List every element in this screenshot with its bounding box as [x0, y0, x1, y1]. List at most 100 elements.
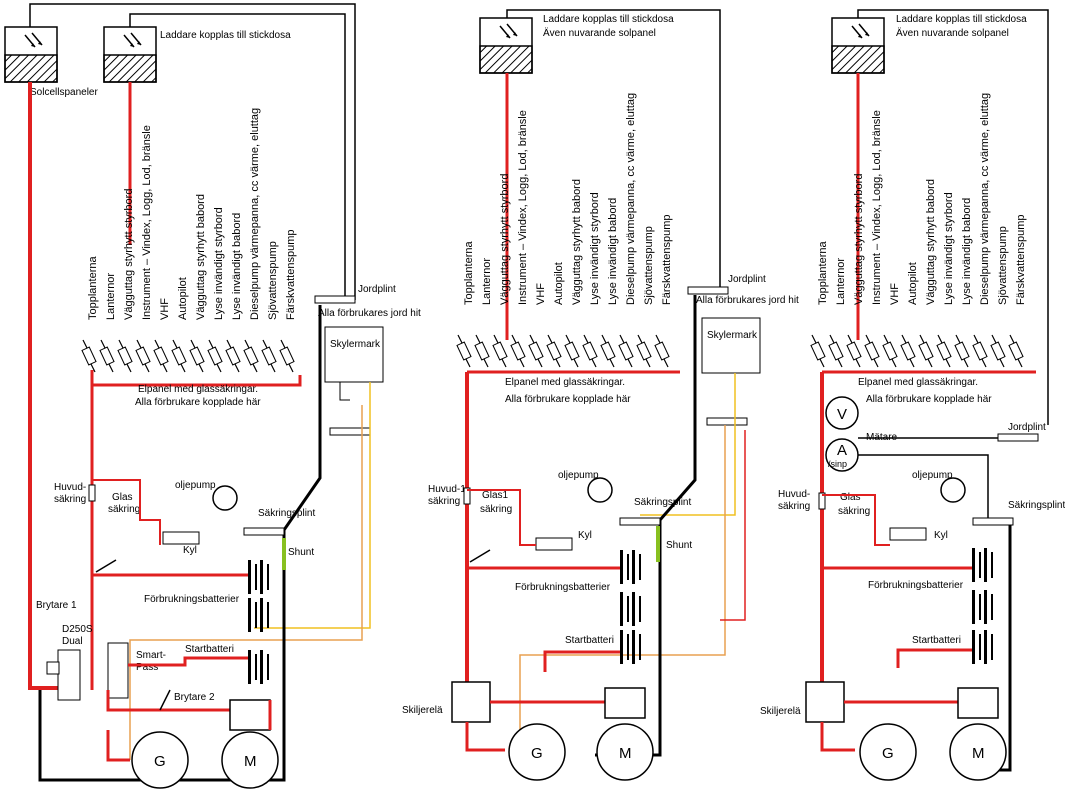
brytare2-label: Brytare 2 [174, 692, 215, 703]
motor-label: M [972, 745, 985, 762]
svg-text:VHF: VHF [159, 298, 171, 320]
svg-text:Topplanterna: Topplanterna [817, 241, 829, 305]
sinp-label: /sinp [828, 459, 847, 469]
jordplint-block [314, 295, 356, 304]
consumer-labels-left: Topplanterna Lanternor Vägguttag styrhyt… [87, 108, 297, 320]
svg-text:Autopilot: Autopilot [907, 262, 919, 305]
svg-text:Vägguttag styrhytt styrbord: Vägguttag styrhytt styrbord [853, 174, 865, 305]
startbatteri-label: Startbatteri [912, 635, 961, 646]
svg-text:Autopilot: Autopilot [553, 262, 565, 305]
forbruk-label: Förbrukningsbatterier [868, 580, 964, 591]
svg-text:VHF: VHF [535, 283, 547, 305]
panel-line2: Alla förbrukare kopplade här [135, 397, 261, 408]
forbruk-label: Förbrukningsbatterier [144, 594, 240, 605]
kyl-icon [889, 527, 927, 541]
kyl-label: Kyl [578, 530, 592, 541]
brytare1-label: Brytare 1 [36, 600, 77, 611]
startbatteri-label: Startbatteri [185, 644, 234, 655]
svg-text:Dieselpump värmepanna, cc värm: Dieselpump värmepanna, cc värme, eluttag [249, 108, 261, 320]
sakringsplint-label: Säkringsplint [1008, 500, 1065, 511]
shunt-label: Shunt [666, 540, 692, 551]
panel-line1: Elpanel med glassäkringar. [138, 384, 258, 395]
panel-line1: Elpanel med glassäkringar. [858, 377, 978, 388]
svg-text:Topplanterna: Topplanterna [87, 256, 99, 320]
left-diagram: Solcellspaneler Laddare kopplas till sti… [4, 3, 421, 789]
panel-line2: Alla förbrukare kopplade här [866, 394, 992, 405]
svg-text:Vägguttag styrhytt styrbord: Vägguttag styrhytt styrbord [499, 174, 511, 305]
oljepump-icon [940, 477, 966, 503]
generator-icon [131, 731, 189, 789]
kyl-label: Kyl [183, 545, 197, 556]
generator-icon [859, 723, 917, 781]
starter-relay-box [229, 699, 271, 731]
startbatteri-label: Startbatteri [565, 635, 614, 646]
skiljerela-label: Skiljerelä [760, 706, 801, 717]
svg-text:Lyse invändigt babord: Lyse invändigt babord [961, 198, 973, 305]
jordplint-label: Jordplint [1008, 422, 1046, 433]
motor-label: M [619, 745, 632, 762]
charger-label2: Även nuvarande solpanel [896, 27, 1009, 39]
panel-line1: Elpanel med glassäkringar. [505, 377, 625, 388]
huvud-label: Huvud- [54, 482, 86, 493]
motor-label: M [244, 753, 257, 770]
right-diagram: Laddare kopplas till stickdosa Även nuva… [760, 9, 1065, 781]
fuse-row [456, 334, 670, 368]
battery-icon [248, 560, 269, 594]
battery-icon [248, 598, 269, 632]
skylermark-box [324, 326, 384, 383]
svg-text:Vägguttag styrhytt babord: Vägguttag styrhytt babord [925, 179, 937, 305]
skiljerela-box [451, 681, 491, 723]
svg-text:Lanternor: Lanternor [835, 258, 847, 305]
svg-text:Lanternor: Lanternor [105, 273, 117, 320]
panel-line2: Alla förbrukare kopplade här [505, 394, 631, 405]
jordplint-label: Jordplint [358, 284, 396, 295]
kyl-icon [162, 531, 200, 545]
skylermark-label: Skylermark [707, 330, 758, 341]
oljepump-icon [587, 477, 613, 503]
oljepump-label: oljepump [175, 480, 216, 491]
svg-text:Lyse invändigt styrbord: Lyse invändigt styrbord [943, 192, 955, 305]
fuse-row [810, 334, 1024, 368]
oljepump-label: oljepump [912, 470, 953, 481]
huvud-label: Huvud-1 [428, 484, 466, 495]
huvud-sakring-label: säkring [428, 496, 460, 507]
earth-note: Alla förbrukares jord hit [696, 295, 799, 306]
kyl-icon [535, 537, 573, 551]
svg-text:Instrument – Vindex, Logg, Lod: Instrument – Vindex, Logg, Lod, bränsle [517, 110, 529, 305]
svg-text:Sjövattenspump: Sjövattenspump [267, 241, 279, 320]
skiljerela-box [805, 681, 845, 723]
kyl-label: Kyl [934, 530, 948, 541]
oljepump-icon [212, 485, 238, 511]
voltmeter-label: V [837, 406, 847, 423]
consumer-labels-middle: Topplanterna Lanternor Vägguttag styrhyt… [463, 93, 673, 305]
huvud-label: Huvud- [778, 489, 810, 500]
charger-label2: Även nuvarande solpanel [543, 27, 656, 39]
voltmeter-icon [825, 396, 859, 430]
svg-text:Vägguttag styrhytt babord: Vägguttag styrhytt babord [195, 194, 207, 320]
charger-label1: Laddare kopplas till stickdosa [543, 14, 674, 25]
svg-text:Färskvattenspump: Färskvattenspump [285, 230, 297, 320]
smart-label: Smart- [136, 650, 166, 661]
svg-text:Färskvattenspump: Färskvattenspump [661, 215, 673, 305]
svg-text:Lyse invändigt babord: Lyse invändigt babord [231, 213, 243, 320]
svg-text:Lyse invändigt babord: Lyse invändigt babord [607, 198, 619, 305]
huvud-sakring-label: säkring [778, 501, 810, 512]
shunt-label: Shunt [288, 547, 314, 558]
glas-label: Glas [840, 492, 861, 503]
svg-text:Färskvattenspump: Färskvattenspump [1015, 215, 1027, 305]
svg-text:Sjövattenspump: Sjövattenspump [997, 226, 1009, 305]
middle-diagram: Laddare kopplas till stickdosa Även nuva… [402, 9, 799, 781]
glas-sakring-label: säkring [838, 506, 870, 517]
fuse-row [81, 339, 295, 373]
generator-label: G [154, 753, 166, 770]
generator-label: G [882, 745, 894, 762]
dual-label: Dual [62, 636, 83, 647]
svg-text:Dieselpump värmepanna, cc värm: Dieselpump värmepanna, cc värme, eluttag [979, 93, 991, 305]
ammeter-label: A [837, 442, 847, 459]
skylermark-box [701, 317, 761, 374]
forbruk-label: Förbrukningsbatterier [515, 582, 611, 593]
skylermark-label: Skylermark [330, 339, 381, 350]
generator-icon [508, 723, 566, 781]
svg-text:Instrument – Vindex, Logg, Lod: Instrument – Vindex, Logg, Lod, bränsle [141, 125, 153, 320]
